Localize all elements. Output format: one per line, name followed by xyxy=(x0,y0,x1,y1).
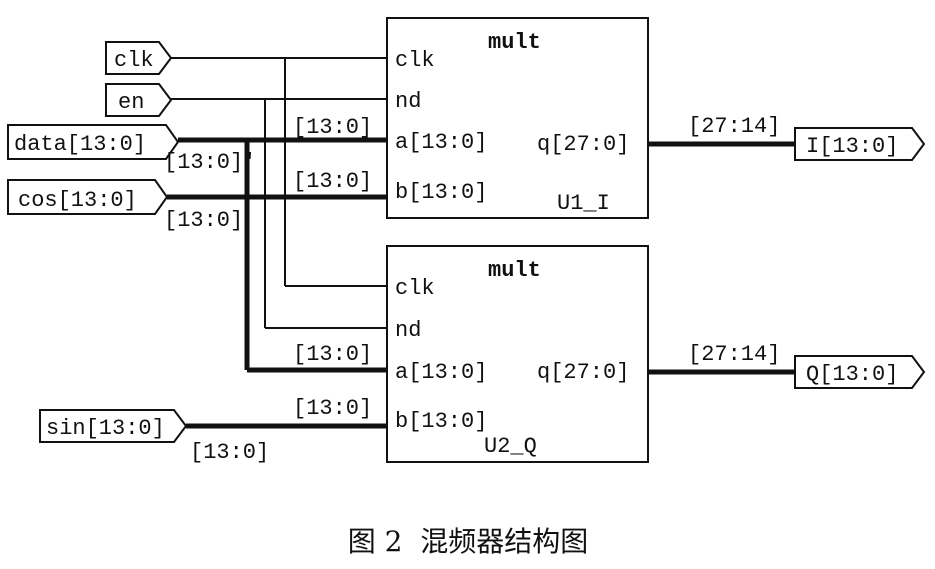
u1-b-port: b[13:0] xyxy=(395,180,487,205)
figure-caption: 图 2 混频器结构图 xyxy=(348,525,589,558)
q-output-port xyxy=(794,355,926,389)
clk-input-port xyxy=(105,41,173,75)
bus-label-u1-b: [13:0] xyxy=(293,169,372,194)
u2-clk-port: clk xyxy=(395,276,435,301)
cos-input-label: cos[13:0] xyxy=(18,188,137,213)
sin-input-port xyxy=(39,409,188,443)
en-input-label: en xyxy=(118,90,144,115)
en-input-port xyxy=(105,83,173,117)
mult-block-u2-q xyxy=(386,245,649,463)
cos-input-port xyxy=(7,179,169,215)
data-bus xyxy=(178,137,387,373)
u1-block-type: mult xyxy=(488,30,541,55)
clk-input-label: clk xyxy=(114,48,154,73)
u1-instance-name: U1_I xyxy=(557,191,610,216)
u1-a-port: a[13:0] xyxy=(395,130,487,155)
bus-label-u1-a: [13:0] xyxy=(293,115,372,140)
u2-block-type: mult xyxy=(488,258,541,283)
bus-label-cos-in: [13:0] xyxy=(164,208,243,233)
bus-label-data-in: [13:0]' xyxy=(164,150,256,175)
clk-net xyxy=(171,57,387,287)
u2-q-port: q[27:0] xyxy=(537,360,629,385)
mult-block-u1-i xyxy=(386,17,649,219)
u2-b-port: b[13:0] xyxy=(395,409,487,434)
u1-q-port: q[27:0] xyxy=(537,132,629,157)
u2-nd-port: nd xyxy=(395,318,421,343)
en-net xyxy=(171,98,387,329)
data-input-port xyxy=(7,124,180,160)
u2-a-port: a[13:0] xyxy=(395,360,487,385)
bus-label-u2-a: [13:0] xyxy=(293,342,372,367)
i-output-port xyxy=(794,127,926,161)
bus-label-u2-b: [13:0] xyxy=(293,396,372,421)
bus-label-q-out: [27:14] xyxy=(688,342,780,367)
bus-label-i-out: [27:14] xyxy=(688,114,780,139)
q-output-label: Q[13:0] xyxy=(806,362,898,387)
u1-clk-port: clk xyxy=(395,48,435,73)
sin-input-label: sin[13:0] xyxy=(46,416,165,441)
i-output-label: I[13:0] xyxy=(806,134,898,159)
bus-label-sin-in: [13:0] xyxy=(190,440,269,465)
u2-instance-name: U2_Q xyxy=(484,434,537,459)
u1-nd-port: nd xyxy=(395,89,421,114)
data-input-label: data[13:0] xyxy=(14,132,146,157)
